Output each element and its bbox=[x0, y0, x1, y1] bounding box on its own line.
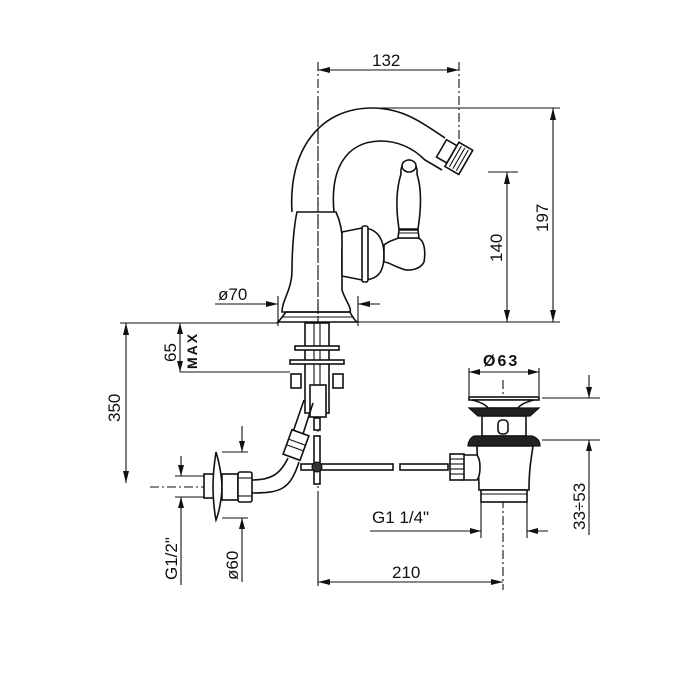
dim-70-label: ø70 bbox=[218, 285, 247, 304]
dim-60-label: ø60 bbox=[223, 551, 242, 580]
dim-3353-label: 33÷53 bbox=[570, 483, 589, 530]
dimension-hose-length: 350 bbox=[105, 323, 129, 483]
dimension-deck-thickness: 65 MAX bbox=[161, 323, 290, 373]
dim-140-label: 140 bbox=[487, 234, 506, 262]
dim-132-label: 132 bbox=[372, 51, 400, 70]
dim-197-label: 197 bbox=[533, 204, 552, 232]
dim-65-label: 65 bbox=[161, 343, 180, 362]
angle-valve bbox=[150, 451, 253, 523]
flexible-hose bbox=[251, 399, 314, 494]
dimension-drain-adjust: 33÷53 bbox=[542, 375, 600, 535]
dim-max-label: MAX bbox=[184, 332, 200, 369]
dim-g12-label: G1/2" bbox=[162, 537, 181, 580]
dimension-spout-reach: 132 bbox=[317, 51, 460, 330]
faucet-body bbox=[276, 107, 474, 323]
dimension-drain-thread: G1 1/4" bbox=[370, 502, 548, 538]
dimension-inlet-thread: G1/2" bbox=[162, 456, 205, 585]
dim-210-label: 210 bbox=[392, 563, 420, 582]
dimension-drain-distance: 210 bbox=[317, 500, 503, 586]
pop-up-waste bbox=[449, 380, 541, 590]
dimension-heights: 197 140 bbox=[358, 107, 560, 323]
dim-63-label: Ø63 bbox=[483, 353, 519, 370]
dimension-base-diameter: ø70 bbox=[215, 285, 380, 326]
dimension-drain-diameter: Ø63 bbox=[468, 353, 540, 396]
dim-350-label: 350 bbox=[105, 394, 124, 422]
dimension-rosette-diameter: ø60 bbox=[222, 426, 248, 582]
fixing-shank bbox=[289, 322, 449, 485]
dim-g114-label: G1 1/4" bbox=[372, 508, 429, 527]
